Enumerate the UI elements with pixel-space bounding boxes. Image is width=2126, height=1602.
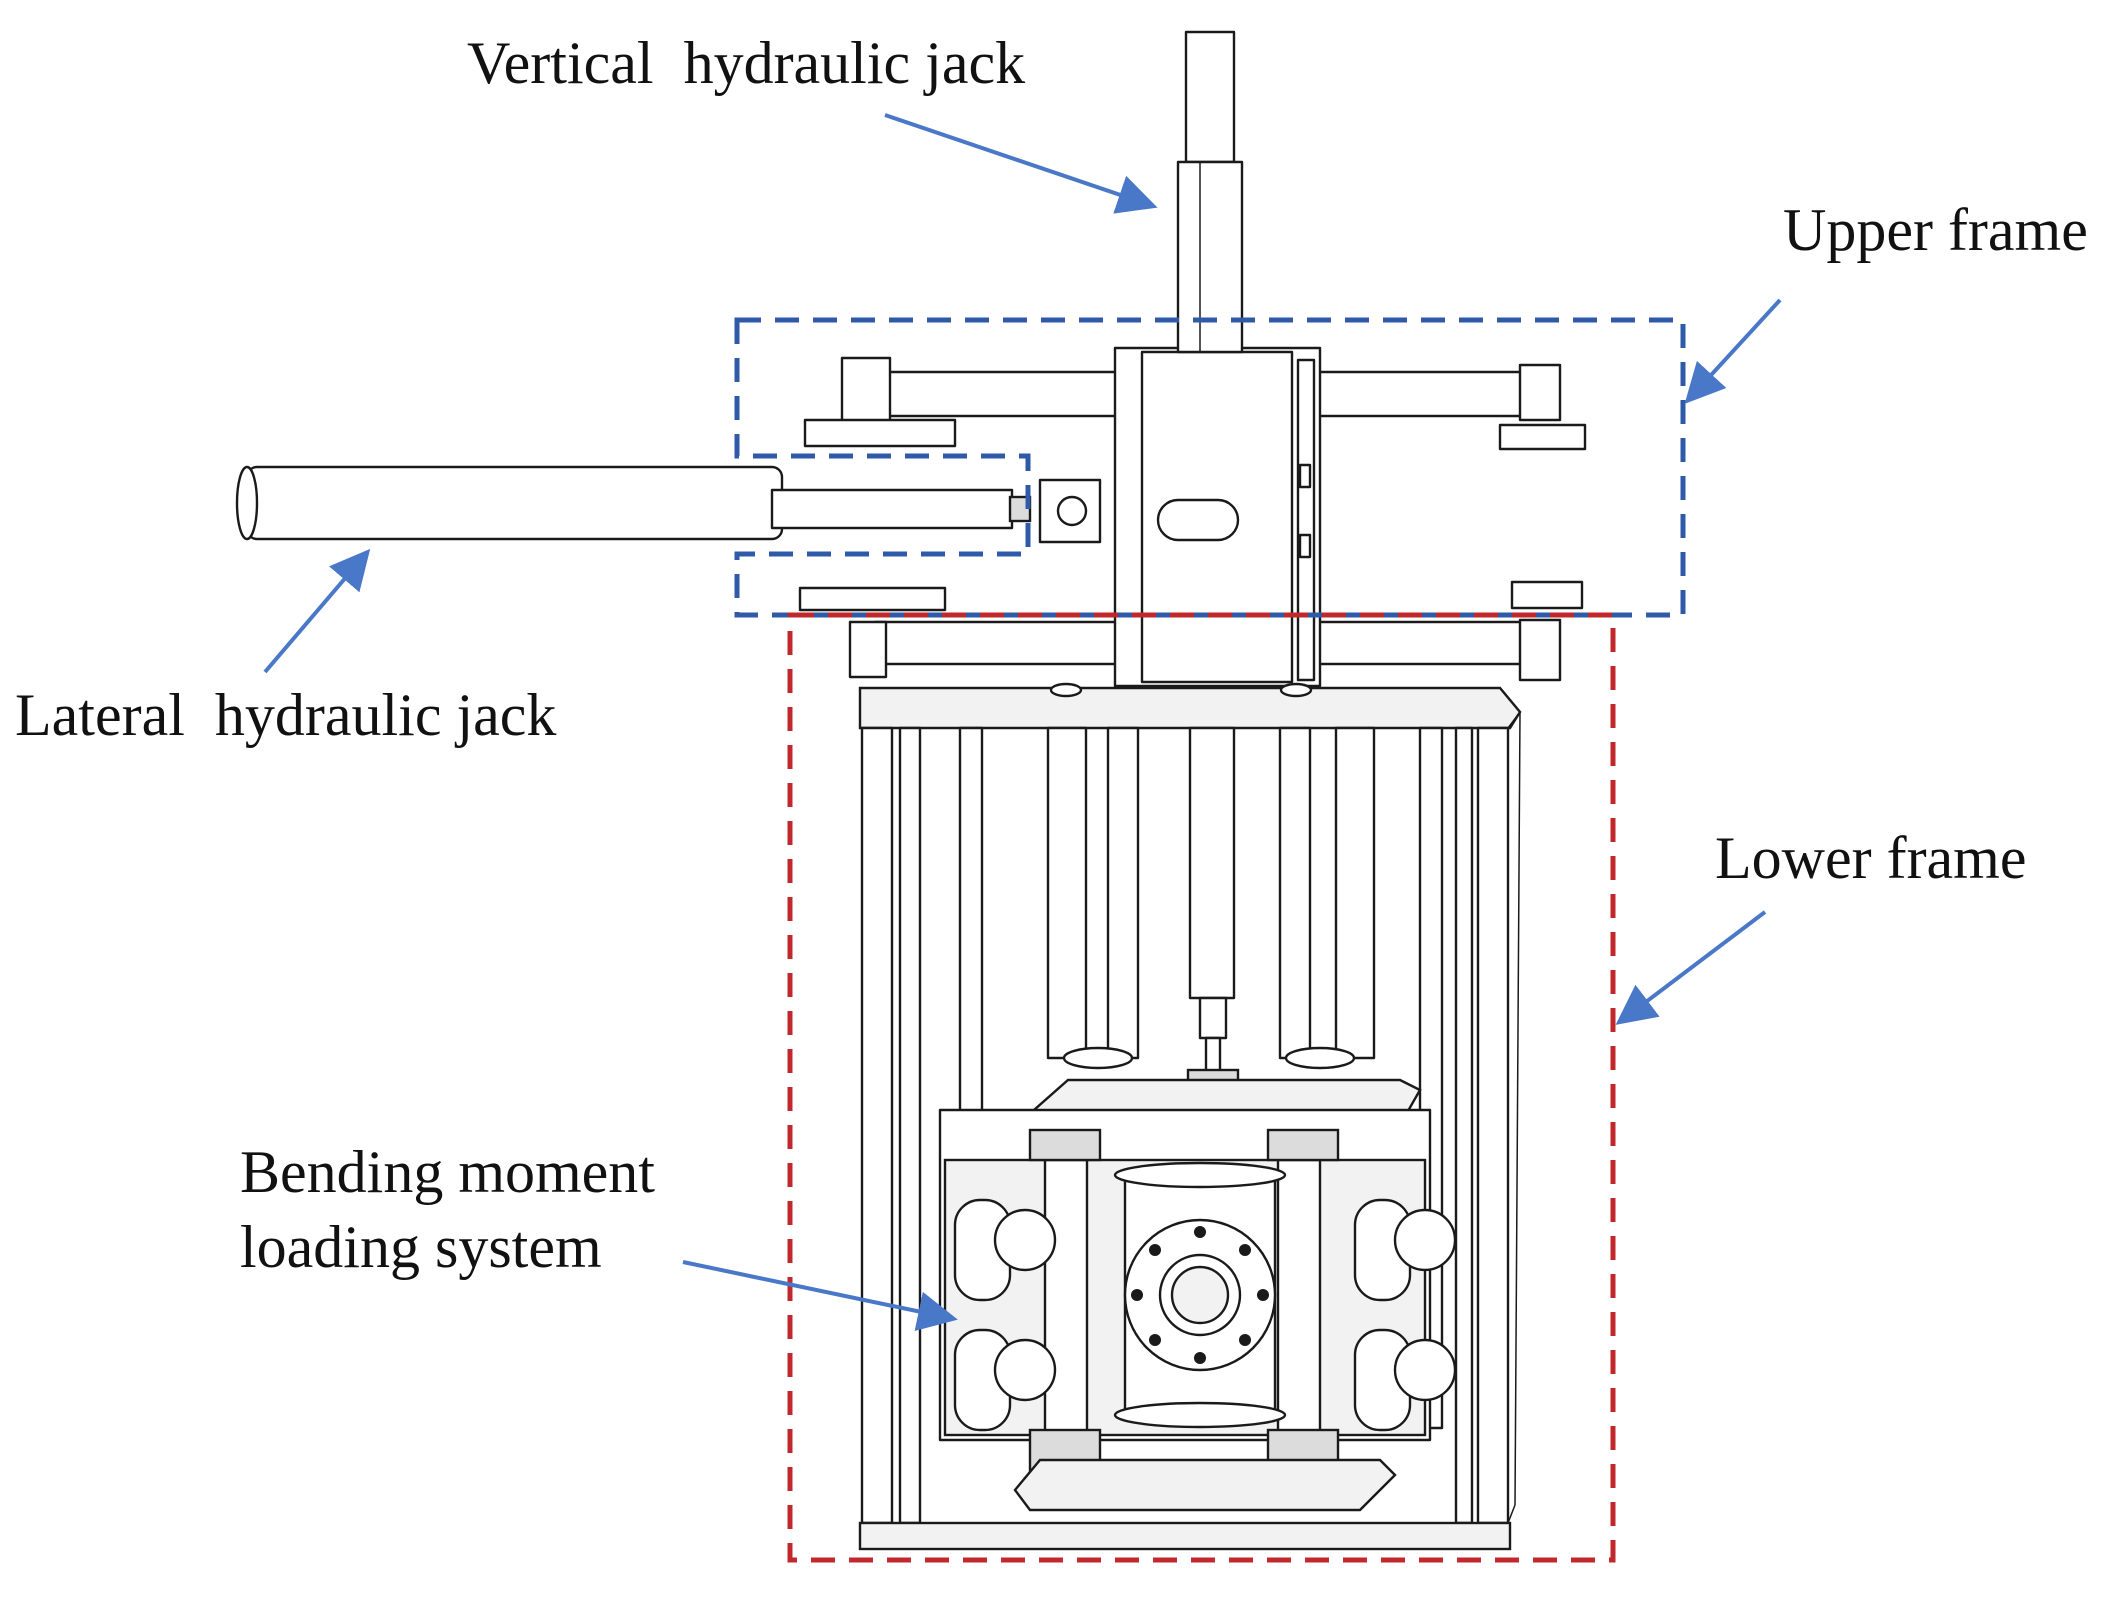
vertical-jack-label: Vertical hydraulic jack: [467, 30, 1025, 96]
upper-frame-label: Upper frame: [1783, 197, 2088, 263]
lateral-jack-arrow: [263, 548, 371, 674]
upper-frame-arrow: [1684, 298, 1782, 404]
bending-system-label-line2: loading system: [240, 1214, 602, 1280]
lower-frame-drawing: [858, 686, 1522, 1551]
lateral-jack-label: Lateral hydraulic jack: [15, 682, 556, 748]
lower-frame-label: Lower frame: [1715, 825, 2026, 891]
bending-system-arrow: [682, 1260, 958, 1332]
lower-frame-boundary: [787, 612, 1616, 1563]
upper-frame-boundary: [734, 317, 1686, 618]
lateral-jack-drawing: [235, 465, 1102, 544]
vertical-jack-arrow: [884, 113, 1158, 214]
lower-frame-arrow: [1615, 910, 1767, 1025]
upper-frame-drawing: [798, 30, 1587, 698]
bending-system-label-line1: Bending moment: [240, 1139, 655, 1205]
